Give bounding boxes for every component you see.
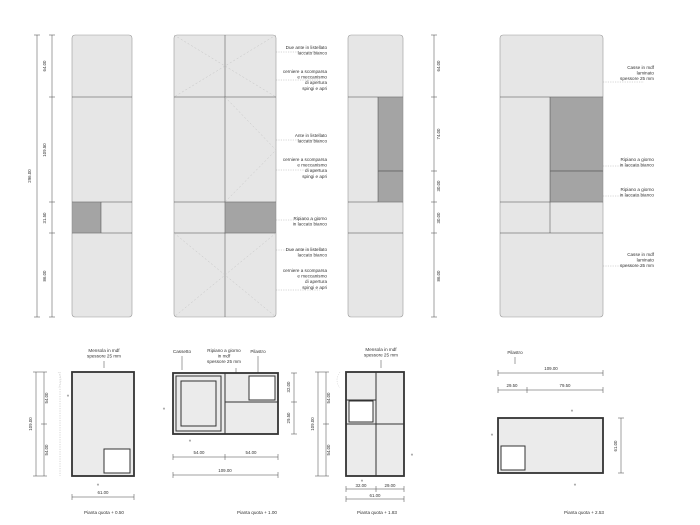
elevation-3 bbox=[347, 34, 404, 318]
elevation-1 bbox=[71, 34, 133, 318]
dimension-label: 64.00 bbox=[436, 60, 441, 72]
dimension-label: 32.00 bbox=[356, 483, 368, 488]
section-mark: « bbox=[574, 482, 577, 487]
elevation-3-dimensions: 64.00 74.00 30.00 30.00 86.00 bbox=[431, 34, 441, 318]
dimension-label: 54.00 bbox=[44, 392, 49, 404]
plan-4: Pilastro 109.00 29.50 79.50 61.00 « « « … bbox=[491, 350, 624, 515]
dimension-label: 109.00 bbox=[218, 468, 232, 473]
plan-outline bbox=[497, 417, 604, 474]
dimension-label: 79.50 bbox=[560, 383, 572, 388]
pillar bbox=[348, 400, 374, 423]
open-shelf bbox=[378, 97, 403, 171]
dimension-label: 54.00 bbox=[326, 444, 331, 456]
section-mark: « bbox=[189, 438, 192, 443]
dimension-label: 54.00 bbox=[246, 450, 258, 455]
drawer-inner bbox=[180, 380, 217, 427]
open-shelf bbox=[550, 97, 603, 171]
elevation-2 bbox=[173, 34, 277, 318]
total-height-label: 296.00 bbox=[27, 169, 32, 183]
plan-caption: Pianta quota + 2.53 bbox=[564, 510, 604, 515]
section-mark: « bbox=[491, 432, 494, 437]
door-swing-mark bbox=[224, 96, 277, 203]
open-shelf bbox=[378, 170, 403, 202]
section-mark: « bbox=[411, 452, 414, 457]
dimension-label: 31.50 bbox=[42, 212, 47, 224]
dimension-label: 32.00 bbox=[286, 381, 291, 393]
open-shelf bbox=[72, 202, 101, 233]
open-shelf bbox=[225, 202, 276, 233]
dimension-label: 29.00 bbox=[385, 483, 397, 488]
dimension-label: 54.00 bbox=[194, 450, 206, 455]
callout-label: Pilastro bbox=[507, 350, 523, 355]
dimension-label: 109.50 bbox=[42, 143, 47, 157]
dimension-label: 30.00 bbox=[436, 212, 441, 224]
dimension-label: 30.00 bbox=[436, 180, 441, 192]
dimension-label: 29.50 bbox=[286, 412, 291, 424]
elevation-4 bbox=[499, 34, 604, 318]
dimension-label: 29.50 bbox=[507, 383, 519, 388]
dimension-label: 74.00 bbox=[436, 128, 441, 140]
plan-caption: Pianta quota + 1.00 bbox=[237, 510, 277, 515]
pillar bbox=[500, 445, 526, 471]
section-mark: « bbox=[97, 482, 100, 487]
cabinet-outline bbox=[71, 34, 133, 318]
swing-arc bbox=[336, 371, 341, 389]
swing-arc bbox=[57, 371, 62, 389]
dimension-label: 109.00 bbox=[544, 366, 558, 371]
dimension-label: 86.00 bbox=[42, 270, 47, 282]
dimension-label: 64.00 bbox=[42, 60, 47, 72]
plan-caption: Pianta quota + 0.50 bbox=[84, 510, 124, 515]
section-mark: « bbox=[67, 393, 70, 398]
dimension-label: 61.00 bbox=[370, 493, 382, 498]
plan-caption: Pianta quota + 1.83 bbox=[357, 510, 397, 515]
pillar bbox=[103, 448, 131, 474]
dimension-label: 54.00 bbox=[44, 444, 49, 456]
pillar bbox=[248, 375, 276, 401]
open-shelf bbox=[550, 170, 603, 202]
dimension-label: 61.00 bbox=[613, 440, 618, 452]
dimension-label: 61.00 bbox=[98, 490, 110, 495]
dimension-label: 54.00 bbox=[326, 392, 331, 404]
dimension-label: 109.00 bbox=[28, 417, 33, 431]
plan-outline bbox=[71, 371, 135, 477]
section-mark: « bbox=[571, 408, 574, 413]
dimension-label: 86.00 bbox=[436, 270, 441, 282]
dimension-label: 109.00 bbox=[310, 417, 315, 431]
elevation-1-dimensions: 64.00 109.50 31.50 86.00 296.00 bbox=[27, 34, 55, 318]
callout-label: Cassetto bbox=[173, 349, 192, 354]
callout-label: Pilastro bbox=[250, 349, 266, 354]
section-mark: « bbox=[163, 406, 166, 411]
section-mark: « bbox=[361, 478, 364, 483]
drawer bbox=[175, 375, 222, 432]
